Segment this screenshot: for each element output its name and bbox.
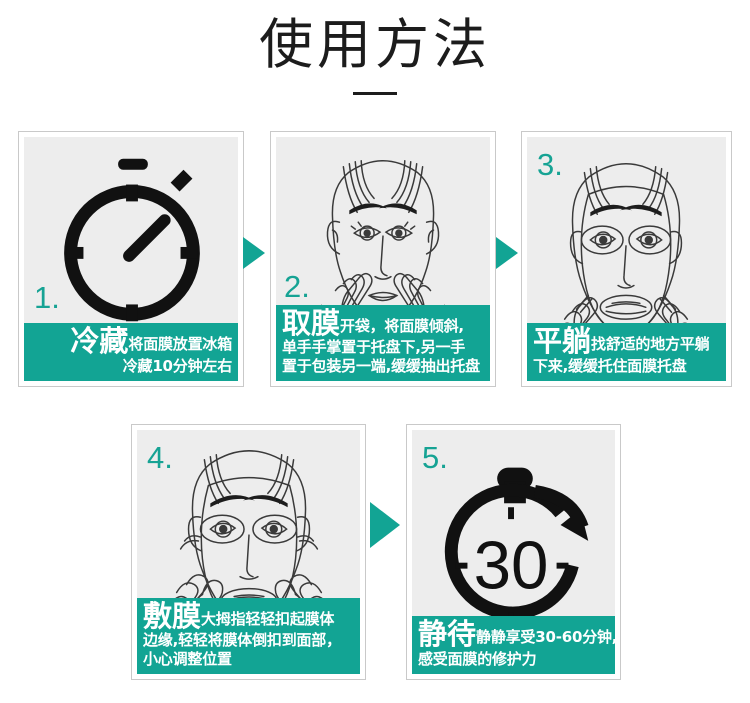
step-number-3: 3. bbox=[537, 147, 563, 182]
step-number-5: 5. bbox=[422, 440, 448, 475]
step-caption-3: 平躺找舒适的地方平躺 下来,缓缓托住面膜托盘 bbox=[527, 322, 726, 381]
step-text-2-line1: 开袋，将面膜倾斜, bbox=[340, 316, 464, 335]
step-text-2-line3: 置于包装另一端,缓缓抽出托盘 bbox=[282, 356, 480, 375]
arrow-step1-to-step2 bbox=[243, 237, 265, 269]
step-card-5: 30 5. 静待静静享受30-60分钟, 感受面膜的修护力 bbox=[406, 424, 621, 680]
step-text-4-line2: 边缘,轻轻将膜体倒扣到面部， bbox=[143, 631, 341, 650]
step-3-body: 3. 平躺找舒适的地方平躺 下来,缓缓托住面膜托盘 bbox=[527, 137, 726, 381]
step-heading-2: 取膜 bbox=[282, 305, 341, 340]
step-heading-1: 冷藏 bbox=[70, 323, 129, 358]
stopwatch-30-icon: 30 bbox=[444, 467, 589, 625]
step-heading-3: 平躺 bbox=[533, 323, 592, 358]
step-caption-2: 取膜开袋，将面膜倾斜, 单手手掌置于托盘下,另一手 置于包装另一端,缓缓抽出托盘 bbox=[276, 304, 490, 381]
step-card-2: 2. 取膜开袋，将面膜倾斜, 单手手掌置于托盘下,另一手 置于包装另一端,缓缓抽… bbox=[270, 131, 496, 387]
step-caption-5: 静待静静享受30-60分钟, 感受面膜的修护力 bbox=[412, 615, 615, 674]
page-header: 使用方法 bbox=[0, 14, 750, 95]
step-text-4-line3: 小心调整位置 bbox=[143, 649, 232, 668]
step-card-3: 3. 平躺找舒适的地方平躺 下来,缓缓托住面膜托盘 bbox=[521, 131, 732, 387]
title-divider bbox=[353, 92, 397, 95]
step-heading-4: 敷膜 bbox=[143, 598, 202, 633]
step-card-4: 4. 敷膜大拇指轻轻扣起膜体 边缘,轻轻将膜体倒扣到面部， 小心调整位置 bbox=[131, 424, 366, 680]
page-title: 使用方法 bbox=[259, 13, 491, 76]
step-text-2-line2: 单手手掌置于托盘下,另一手 bbox=[282, 338, 466, 357]
arrow-step4-to-step5 bbox=[370, 502, 400, 548]
step-text-1-line1: 将面膜放置冰箱 bbox=[128, 334, 232, 353]
step-5-body: 30 5. 静待静静享受30-60分钟, 感受面膜的修护力 bbox=[412, 430, 615, 674]
step-text-5-line2: 感受面膜的修护力 bbox=[418, 649, 537, 668]
step-number-2: 2. bbox=[284, 269, 310, 304]
step-text-5-line1: 静静享受30-60分钟, bbox=[476, 627, 615, 646]
step-heading-5: 静待 bbox=[418, 616, 477, 651]
step-caption-4: 敷膜大拇指轻轻扣起膜体 边缘,轻轻将膜体倒扣到面部， 小心调整位置 bbox=[137, 597, 360, 674]
step-text-1-line2: 冷藏10分钟左右 bbox=[122, 356, 232, 375]
step-text-4-line1: 大拇指轻轻扣起膜体 bbox=[201, 609, 335, 628]
timer-value-text: 30 bbox=[474, 528, 549, 603]
step-2-body: 2. 取膜开袋，将面膜倾斜, 单手手掌置于托盘下,另一手 置于包装另一端,缓缓抽… bbox=[276, 137, 490, 381]
stopwatch-icon bbox=[64, 158, 200, 322]
arrow-step2-to-step3 bbox=[496, 237, 518, 269]
step-card-1: 1. 冷藏将面膜放置冰箱 冷藏10分钟左右 bbox=[18, 131, 244, 387]
step-number-4: 4. bbox=[147, 440, 173, 475]
step-4-body: 4. 敷膜大拇指轻轻扣起膜体 边缘,轻轻将膜体倒扣到面部， 小心调整位置 bbox=[137, 430, 360, 674]
step-caption-1: 冷藏将面膜放置冰箱 冷藏10分钟左右 bbox=[24, 322, 238, 381]
step-number-1: 1. bbox=[34, 280, 60, 315]
step-text-3-line2: 下来,缓缓托住面膜托盘 bbox=[533, 356, 687, 375]
step-text-3-line1: 找舒适的地方平躺 bbox=[591, 334, 710, 353]
step-1-body: 1. 冷藏将面膜放置冰箱 冷藏10分钟左右 bbox=[24, 137, 238, 381]
